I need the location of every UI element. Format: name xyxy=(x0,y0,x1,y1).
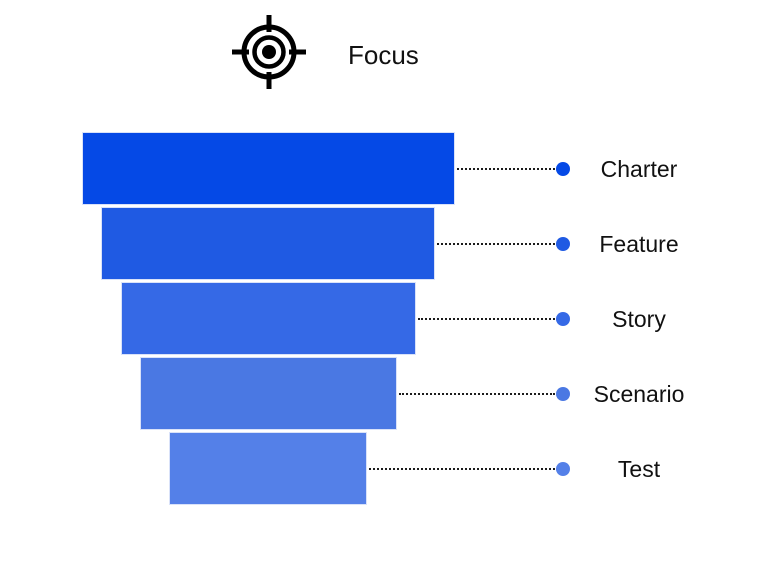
level-label: Scenario xyxy=(593,380,685,407)
leader-line xyxy=(369,467,555,470)
level-label: Test xyxy=(617,455,661,482)
focus-label: Focus xyxy=(348,40,419,70)
funnel-bar xyxy=(81,132,455,205)
funnel-bar xyxy=(139,357,397,430)
leader-line xyxy=(398,392,555,395)
funnel-bar xyxy=(169,432,367,505)
leader-line xyxy=(417,317,555,320)
level-label: Feature xyxy=(599,230,679,257)
target-crosshair-icon xyxy=(232,15,306,89)
leader-line xyxy=(437,242,555,245)
funnel-bar xyxy=(120,282,416,355)
leader-line xyxy=(456,167,555,170)
level-dot xyxy=(556,161,570,176)
level-dot xyxy=(556,461,570,476)
level-dot xyxy=(556,311,570,326)
level-label: Charter xyxy=(600,155,678,182)
funnel-bar xyxy=(101,207,435,280)
level-label: Story xyxy=(612,305,666,332)
level-dot xyxy=(556,386,570,401)
level-dot xyxy=(556,236,570,251)
